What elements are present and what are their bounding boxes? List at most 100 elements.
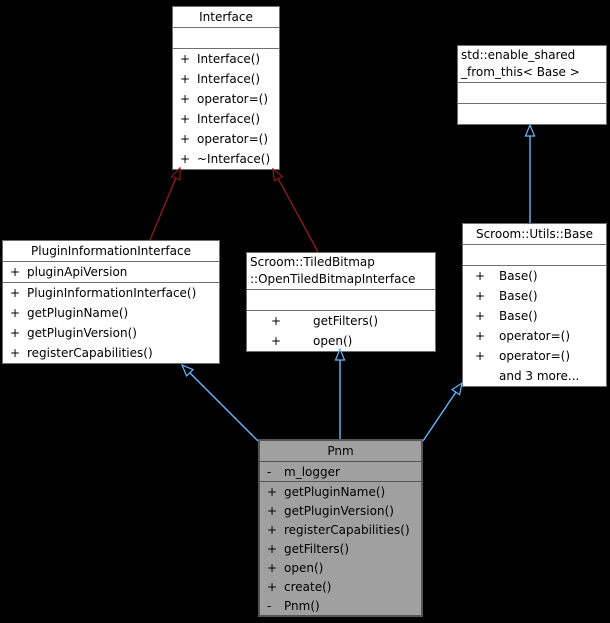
empty-compartment-row xyxy=(458,83,606,103)
class-box-enable-shared-from-this[interactable]: std::enable_shared _from_this< Base > xyxy=(457,45,607,125)
member-name: operator=() xyxy=(197,92,269,106)
inheritance-edge-pnm-utilsbase xyxy=(422,391,457,442)
member-row: + pluginApiVersion xyxy=(3,262,219,282)
member-sign: + xyxy=(180,132,191,146)
member-sign: + xyxy=(180,112,191,126)
member-name: create() xyxy=(284,579,332,594)
member-name: registerCapabilities() xyxy=(27,346,153,360)
member-sign: + xyxy=(475,349,486,363)
class-box-pnm[interactable]: Pnm -m_logger +getPluginName() +getPlugi… xyxy=(258,439,423,617)
class-title: Interface xyxy=(173,7,279,28)
member-name: Pnm() xyxy=(284,598,320,613)
member-sign: + xyxy=(267,484,278,499)
inheritance-edge-pnm-plugininfo xyxy=(189,372,259,442)
attributes-compartment: -m_logger xyxy=(260,462,421,482)
member-row: +getPluginVersion() xyxy=(3,323,219,343)
methods-compartment: +getFilters() + open() xyxy=(247,311,435,351)
member-row: + Interface() xyxy=(173,69,279,89)
member-sign: + xyxy=(180,92,191,106)
member-row: + open() xyxy=(247,331,435,351)
member-name: Interface() xyxy=(197,52,261,66)
member-name: Base() xyxy=(499,289,538,303)
member-name: operator=() xyxy=(499,329,571,343)
member-sign: - xyxy=(267,598,272,613)
member-name: Interface() xyxy=(197,72,261,86)
member-name: Base() xyxy=(499,269,538,283)
member-row: + Interface() xyxy=(173,49,279,69)
member-sign: + xyxy=(271,334,282,348)
member-row: + operator=() xyxy=(463,326,606,346)
class-title-line: Scroom::TiledBitmap xyxy=(250,255,375,269)
member-name: operator=() xyxy=(499,349,571,363)
empty-compartment-row xyxy=(173,28,279,48)
class-title: PluginInformationInterface xyxy=(3,241,219,262)
member-row: + Interface() xyxy=(173,109,279,129)
member-name: getPluginName() xyxy=(27,306,129,320)
member-sign: + xyxy=(267,503,278,518)
member-row: and 3 more... xyxy=(463,366,606,386)
class-title-line: std::enable_shared xyxy=(461,48,576,62)
methods-compartment: + Base() + Base() + Base() + operator=() + op… xyxy=(463,266,606,386)
class-title-line: ::OpenTiledBitmapInterface xyxy=(250,272,416,286)
member-name: getPluginVersion() xyxy=(27,326,137,340)
attributes-compartment xyxy=(458,83,606,104)
member-row: +registerCapabilities() xyxy=(260,520,421,539)
attributes-compartment xyxy=(173,28,279,49)
inheritance-arrowhead-pnm-plugininfo xyxy=(180,363,195,378)
member-sign: + xyxy=(267,541,278,556)
member-name: registerCapabilities() xyxy=(284,522,410,537)
class-title: std::enable_shared _from_this< Base > xyxy=(458,46,606,83)
member-name: PluginInformationInterface() xyxy=(27,286,197,300)
member-name: open() xyxy=(284,560,324,575)
member-name: ~Interface() xyxy=(197,152,271,166)
member-row: + operator=() xyxy=(173,89,279,109)
member-sign: + xyxy=(475,309,486,323)
member-name: Base() xyxy=(499,309,538,323)
member-sign: + xyxy=(180,52,191,66)
member-sign: + xyxy=(10,265,21,279)
member-sign: + xyxy=(475,329,486,343)
class-box-open-tiled-bitmap-interface[interactable]: Scroom::TiledBitmap ::OpenTiledBitmapInt… xyxy=(246,252,436,352)
class-box-interface[interactable]: Interface + Interface() + Interface() + ope… xyxy=(172,6,280,170)
attributes-compartment xyxy=(247,290,435,311)
member-name: m_logger xyxy=(284,464,340,479)
member-row: + Base() xyxy=(463,306,606,326)
methods-compartment: +getPluginName() +getPluginVersion() +re… xyxy=(260,482,421,615)
member-row: +getFilters() xyxy=(247,311,435,331)
attributes-compartment: + pluginApiVersion xyxy=(3,262,219,283)
member-row: + Base() xyxy=(463,266,606,286)
member-row: -Pnm() xyxy=(260,596,421,615)
class-box-plugin-information-interface[interactable]: PluginInformationInterface + pluginApiVer… xyxy=(2,240,220,364)
empty-compartment-row xyxy=(463,245,606,265)
member-name: pluginApiVersion xyxy=(27,265,128,279)
class-title: Pnm xyxy=(260,441,421,462)
member-name: Interface() xyxy=(197,112,261,126)
member-name: and 3 more... xyxy=(499,369,580,383)
member-row: +Base() xyxy=(463,286,606,306)
member-row: + operator=() xyxy=(463,346,606,366)
member-name: getPluginName() xyxy=(284,484,386,499)
inheritance-edge-opentiled-interface xyxy=(277,178,319,253)
member-row: -m_logger xyxy=(260,462,421,481)
member-sign: + xyxy=(10,306,21,320)
member-row: + getPluginName() xyxy=(3,303,219,323)
methods-compartment xyxy=(458,104,606,124)
class-title: Scroom::TiledBitmap ::OpenTiledBitmapInt… xyxy=(247,253,435,290)
member-row: + PluginInformationInterface() xyxy=(3,283,219,303)
class-box-scroom-utils-base[interactable]: Scroom::Utils::Base +Base() +Base() +Bas… xyxy=(462,223,607,387)
member-sign: + xyxy=(180,152,191,166)
member-name: getFilters() xyxy=(313,314,379,328)
class-title-line: _from_this< Base > xyxy=(461,65,580,79)
member-row: + getPluginVersion() xyxy=(260,501,421,520)
member-sign: + xyxy=(180,72,191,86)
member-sign: + xyxy=(10,286,21,300)
member-row: +create() xyxy=(260,577,421,596)
member-sign: + xyxy=(475,269,486,283)
inheritance-arrowhead-pnm-utilsbase xyxy=(451,381,463,396)
methods-compartment: + Interface() + Interface() + operator=() +… xyxy=(173,49,279,169)
empty-compartment-row xyxy=(458,104,606,124)
attributes-compartment xyxy=(463,245,606,266)
member-sign: - xyxy=(267,464,272,479)
member-name: getPluginVersion() xyxy=(284,503,394,518)
member-name: open() xyxy=(313,334,353,348)
